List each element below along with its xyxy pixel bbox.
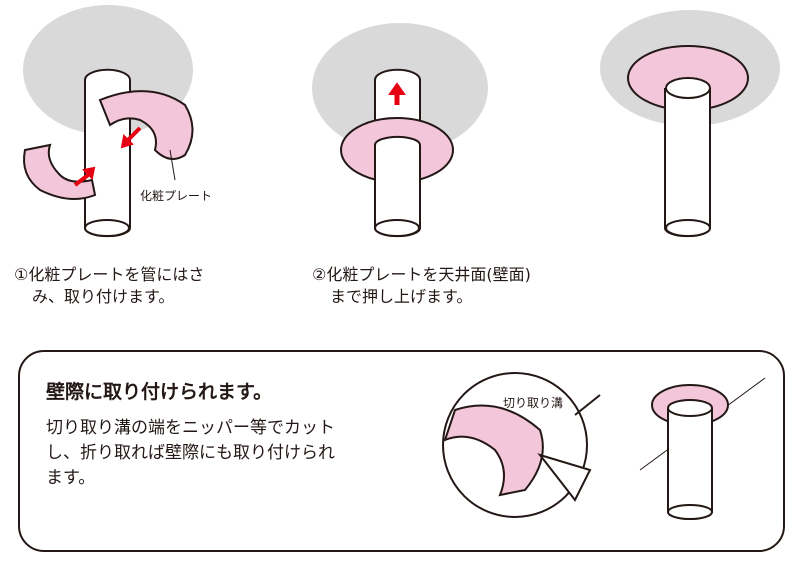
note-line: し、折り取れば壁際にも取り付けられ (46, 443, 335, 463)
step-2-line2: まで押し上げます。 (330, 287, 473, 306)
step1-illustration (23, 5, 194, 238)
plate-label: 化粧プレート (140, 189, 213, 203)
step-1-number: ① (14, 265, 29, 284)
step-1-line1: 化粧プレートを管にはさ (28, 265, 205, 284)
step3-illustration (600, 10, 780, 238)
note-title: 壁際に取り付けられます。 (46, 381, 273, 403)
step-2-number: ② (312, 265, 327, 284)
step-2-caption: ②化粧プレートを天井面(壁面) まで押し上げます。 (312, 264, 531, 308)
wall-mounted-illustration (639, 377, 766, 520)
magnified-groove-illustration (442, 372, 601, 518)
groove-label: 切り取り溝 (503, 396, 564, 410)
wall-mount-note-box (18, 350, 785, 552)
step-1-line2: み、取り付けます。 (32, 287, 175, 306)
step-2-line1: 化粧プレートを天井面(壁面) (326, 265, 531, 284)
note-line: 切り取り溝の端をニッパー等でカット (46, 418, 335, 438)
step2-illustration (312, 23, 488, 238)
note-line: ます。 (46, 468, 96, 488)
note-body: 切り取り溝の端をニッパー等でカット し、折り取れば壁際にも取り付けられ ます。 (46, 416, 406, 491)
step-1-caption: ①化粧プレートを管にはさ み、取り付けます。 (14, 264, 204, 308)
